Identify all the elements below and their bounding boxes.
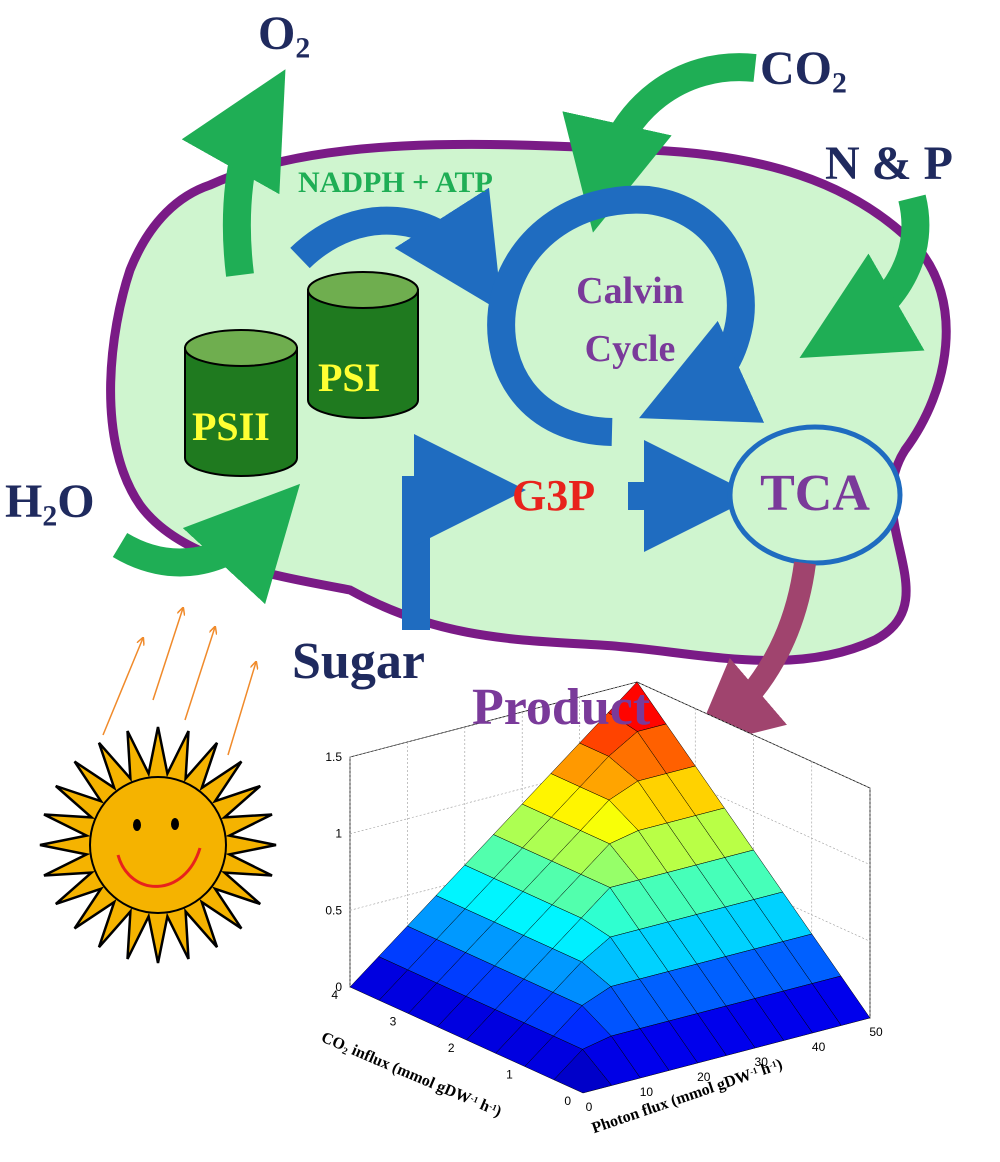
psi-label: PSI (318, 355, 381, 400)
photon-tick-label: 20 (697, 1070, 711, 1084)
h2o-arrow (112, 483, 301, 605)
z-tick-label: 0.5 (325, 903, 342, 917)
nadph-arrow (290, 187, 503, 313)
co2-tick-label: 4 (331, 988, 338, 1002)
sugar-arrow (402, 434, 526, 630)
tca-label: TCA (760, 465, 870, 522)
co2-tick-label: 0 (564, 1094, 571, 1108)
cycle-label: Cycle (584, 328, 676, 370)
o2-label: O2 (258, 7, 311, 65)
co2-label: CO2 (760, 42, 847, 100)
psi-cylinder-icon (307, 271, 419, 419)
sugar-label: Sugar (292, 633, 425, 690)
psii-label: PSII (192, 404, 270, 449)
co2-arrow (562, 53, 757, 233)
surface-patch (811, 975, 871, 1026)
photon-tick-label: 0 (586, 1100, 593, 1114)
np-arrow (799, 194, 930, 359)
product-arrow (691, 561, 816, 749)
photon-tick-label: 10 (640, 1085, 654, 1099)
h2o-label: H2O (5, 475, 95, 533)
psii-cylinder-icon (184, 329, 298, 477)
np-label: N & P (825, 137, 953, 190)
co2-tick-label: 3 (390, 1015, 397, 1029)
z-tick-label: 1.5 (325, 750, 342, 764)
light-ray-icon (102, 608, 256, 756)
calvin-label: Calvin (576, 270, 684, 312)
photon-tick-label: 40 (812, 1040, 826, 1054)
nadph-atp-label: NADPH + ATP (298, 166, 493, 199)
photon-tick-label: 30 (755, 1055, 769, 1069)
z-tick-label: 1 (335, 827, 342, 841)
sun-icon (39, 726, 277, 964)
g3p-label: G3P (512, 471, 596, 520)
calvin-cycle-arrow (487, 185, 765, 446)
photon-tick-label: 50 (869, 1025, 883, 1039)
product-label: Product (472, 679, 651, 736)
tca-circle (727, 424, 903, 566)
z-tick-label: 0 (335, 980, 342, 994)
o2-arrow (181, 69, 286, 277)
co2-tick-label: 2 (448, 1041, 455, 1055)
co2-tick-label: 1 (506, 1068, 513, 1082)
